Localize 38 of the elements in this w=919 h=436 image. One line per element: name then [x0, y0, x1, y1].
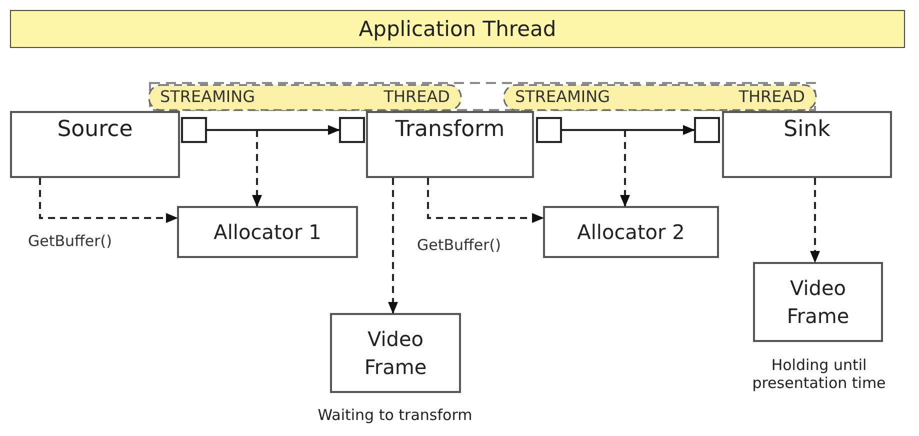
node-label: STREAMING	[515, 87, 610, 106]
node-label: THREAD	[738, 87, 805, 106]
thread-band	[148, 84, 462, 111]
caption-text: Waiting to transform	[316, 406, 474, 424]
node-label: Allocator 2	[577, 219, 685, 246]
dashed-arrow	[388, 178, 398, 314]
node-label: Video Frame	[363, 326, 428, 381]
edge-label: GetBuffer()	[28, 232, 112, 250]
dashed-arrow	[427, 178, 544, 223]
dashed-arrow	[620, 130, 630, 207]
node-label: Transform	[395, 116, 505, 144]
node-label: Source	[57, 116, 133, 144]
filter-box	[722, 111, 892, 178]
caption-text: Holding until presentation time	[751, 356, 887, 392]
node-label: STREAMING	[160, 87, 255, 106]
frame-box	[330, 313, 461, 393]
allocator-box	[543, 206, 719, 258]
node-label: THREAD	[384, 87, 450, 106]
pin-square	[339, 117, 365, 143]
allocator-box	[177, 206, 358, 258]
band-title: Application Thread	[358, 17, 556, 41]
pin-square	[181, 117, 207, 143]
node-label: Video Frame	[786, 275, 850, 330]
arrow	[207, 125, 340, 135]
thread-band	[503, 84, 817, 111]
filter-box	[10, 111, 180, 178]
dashed-arrow	[252, 130, 262, 207]
filter-box	[366, 111, 534, 178]
edge-label: GetBuffer()	[417, 236, 501, 254]
title-band	[10, 10, 905, 48]
node-label: Sink	[784, 116, 830, 144]
pin-square	[536, 117, 562, 143]
node-label: Allocator 1	[214, 219, 322, 246]
frame-box	[753, 262, 883, 342]
dashed-arrow	[810, 178, 820, 263]
pin-square	[694, 117, 720, 143]
arrow	[562, 125, 695, 135]
dashed-arrow	[39, 178, 178, 223]
